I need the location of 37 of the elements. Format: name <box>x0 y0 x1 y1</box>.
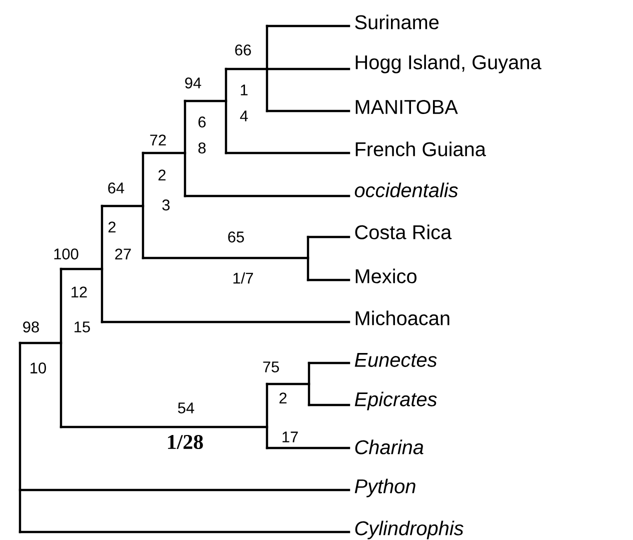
taxon-label: French Guiana <box>356 142 486 156</box>
support-value: 94 <box>185 78 202 88</box>
taxon-label: Michoacan <box>356 310 450 326</box>
support-value: 64 <box>108 182 124 194</box>
support-value: 27 <box>115 248 131 260</box>
support-value: 65 <box>228 232 244 242</box>
taxon-label: Charina <box>355 440 424 454</box>
support-value: 1/7 <box>233 272 253 284</box>
taxon-label: Cylindrophis <box>355 520 464 540</box>
support-value: 2 <box>280 392 287 404</box>
support-value: 100 <box>54 248 78 260</box>
taxon-label: Hogg Island, Guyana <box>356 54 542 74</box>
taxon-label: occidentalis <box>354 182 458 198</box>
taxon-label: Mexico <box>356 268 416 284</box>
taxon-label: Suriname <box>355 14 439 30</box>
support-value: 12 <box>72 286 87 298</box>
support-value: 54 <box>178 402 194 414</box>
support-value: 72 <box>150 134 166 146</box>
support-value: 8 <box>198 142 206 154</box>
support-value: 6 <box>198 116 206 128</box>
support-value: 2 <box>108 222 116 232</box>
taxon-label: MANITOBA <box>356 100 458 114</box>
support-value: 98 <box>23 322 39 332</box>
taxon-label: Python <box>354 478 416 498</box>
support-value: 1/28 <box>168 434 203 450</box>
support-value: 66 <box>235 44 251 56</box>
support-value: 2 <box>158 170 166 180</box>
taxon-label: Epicrates <box>354 392 437 410</box>
taxon-label: Eunectes <box>354 353 437 367</box>
support-value: 3 <box>162 200 170 210</box>
support-value: 17 <box>282 432 298 442</box>
taxon-label: Costa Rica <box>355 224 452 240</box>
support-value: 75 <box>263 362 279 372</box>
support-value: 4 <box>240 110 248 122</box>
support-value: 1 <box>240 84 248 96</box>
support-value: 15 <box>74 322 90 332</box>
support-value: 10 <box>30 362 46 374</box>
